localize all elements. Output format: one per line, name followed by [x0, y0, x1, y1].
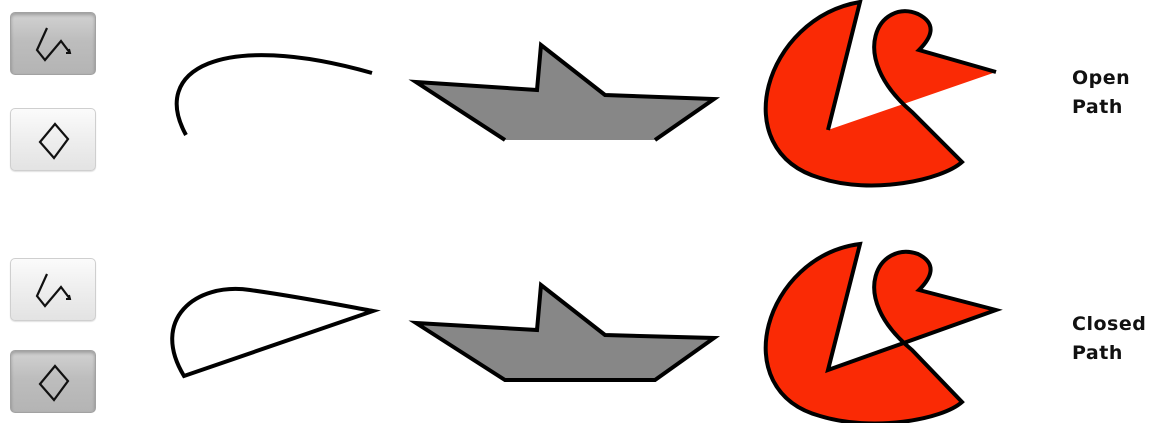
open-path-row [177, 2, 996, 185]
closed-path-label-line1: Closed [1072, 310, 1146, 339]
open-curve-shape [177, 55, 372, 135]
closed-path-row [172, 244, 996, 423]
closed-pac-shape [766, 244, 996, 423]
open-path-label-line1: Open [1072, 64, 1130, 93]
open-path-label-line2: Path [1072, 93, 1130, 122]
closed-path-label: Closed Path [1072, 310, 1146, 368]
open-pac-shape [766, 2, 996, 185]
open-path-label: Open Path [1072, 64, 1130, 122]
open-boat-shape [416, 45, 714, 140]
closed-path-label-line2: Path [1072, 339, 1146, 368]
closed-boat-shape [416, 285, 714, 380]
closed-curve-shape [172, 289, 373, 376]
